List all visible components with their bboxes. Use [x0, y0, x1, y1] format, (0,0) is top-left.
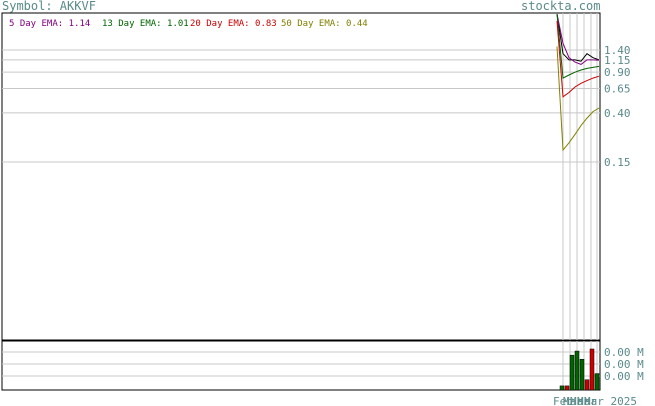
volume-tick-label: 0.00 M [604, 370, 644, 383]
volume-bar [584, 379, 590, 391]
legend-ema-20: 20 Day EMA: 0.83 [190, 19, 277, 29]
ema-13-line [556, 13, 600, 79]
date-label: Mar [570, 395, 590, 406]
price-tick-label: 0.65 [604, 82, 631, 95]
legend-ema-50: 50 Day EMA: 0.44 [281, 19, 368, 29]
price-line [556, 13, 600, 62]
volume-bar [594, 373, 600, 391]
volume-bar [559, 385, 565, 391]
date-label: Mar 2025 [584, 395, 637, 406]
volume-bar [569, 354, 575, 391]
symbol-label: Symbol: AKKVF [2, 0, 96, 13]
legend-ema-13: 13 Day EMA: 1.01 [102, 19, 189, 29]
price-tick-label: 0.15 [604, 156, 631, 169]
date-label: Feb [553, 395, 573, 406]
price-tick-label: 0.40 [604, 107, 631, 120]
volume-tick-label: 0.00 M [604, 358, 644, 371]
volume-bar [574, 350, 580, 391]
price-panel-frame [1, 12, 601, 341]
price-tick-label: 1.40 [604, 44, 631, 57]
volume-tick-label: 0.00 M [604, 346, 644, 359]
date-label: Mar [577, 395, 597, 406]
volume-panel-frame [1, 340, 601, 391]
ema-20-line [556, 20, 600, 98]
date-label: Mar [563, 395, 583, 406]
volume-bar [579, 359, 585, 391]
price-tick-label: 0.90 [604, 66, 631, 79]
price-tick-label: 1.15 [604, 54, 631, 67]
ema-50-line [556, 46, 600, 152]
watermark-text: stockta.com [521, 0, 601, 13]
legend-ema-5: 5 Day EMA: 1.14 [9, 19, 91, 29]
ema-5-line [556, 13, 600, 65]
volume-bar [589, 348, 595, 391]
volume-bar [564, 385, 570, 391]
